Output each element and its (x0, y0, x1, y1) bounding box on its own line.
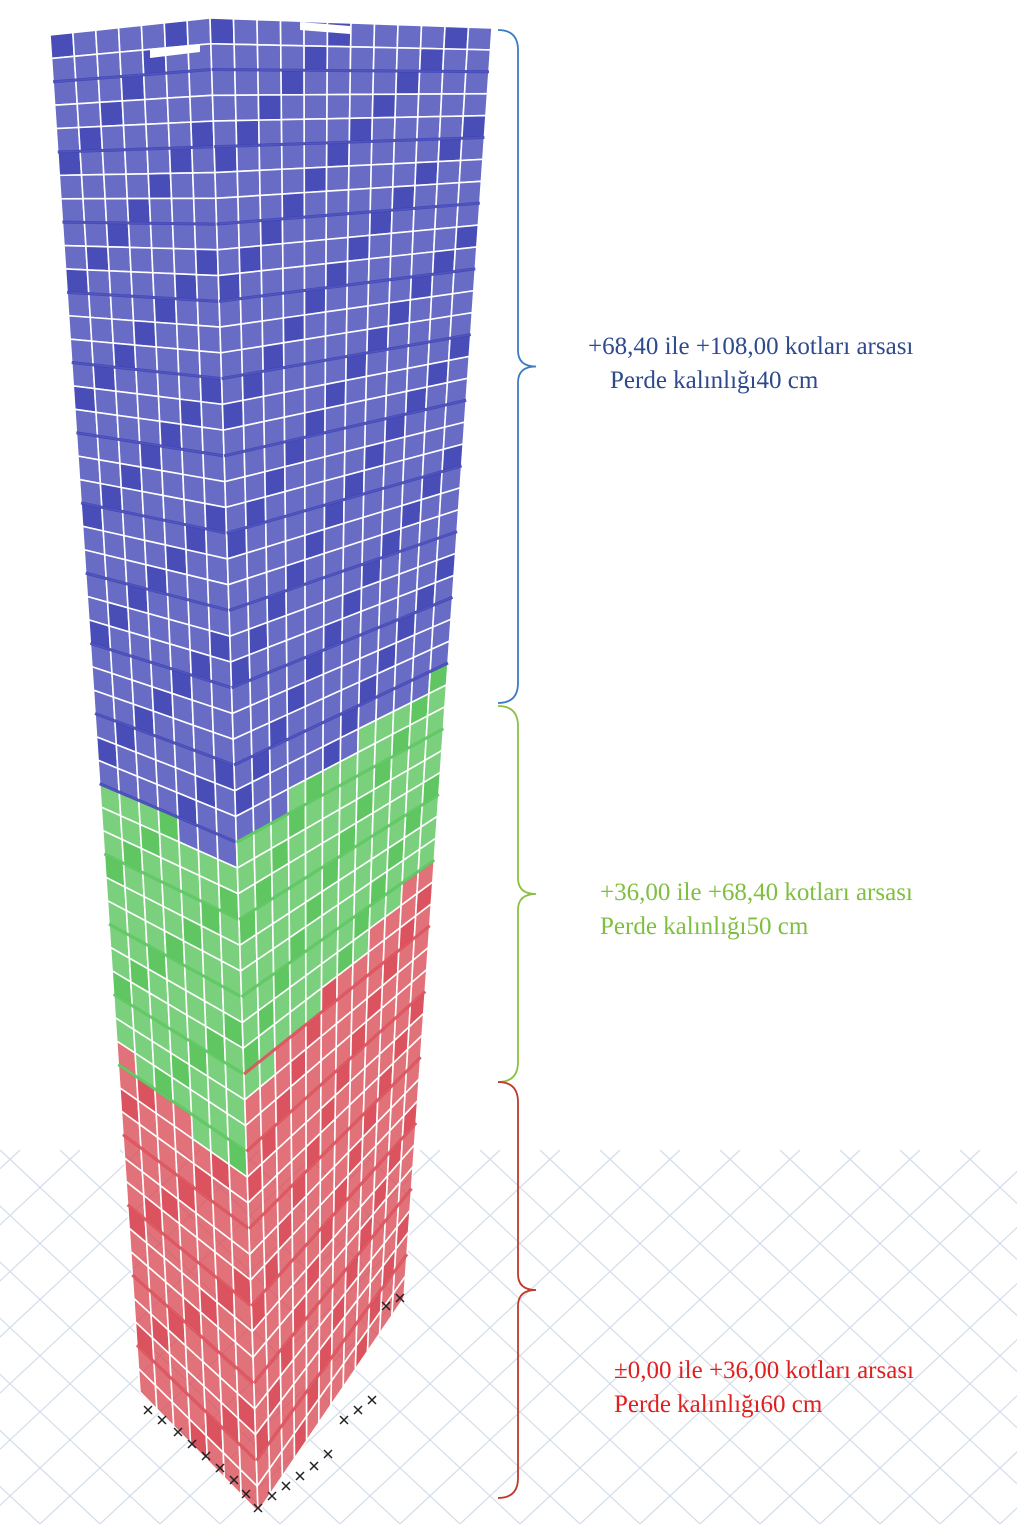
support-symbol (229, 1475, 239, 1485)
zone-range-text: +68,40 ile +108,00 kotları arsası (588, 333, 914, 360)
support-symbol (295, 1471, 305, 1481)
zone-brace-middle (497, 705, 537, 1083)
grid-line (279, 1149, 681, 1525)
support-symbol (241, 1489, 251, 1499)
grid-line (0, 1149, 141, 1282)
grid-line (719, 1149, 1017, 1429)
support-symbol (339, 1415, 349, 1425)
grid-line (819, 1338, 1017, 1525)
grid-line (999, 1507, 1017, 1525)
tower-model (49, 17, 493, 1515)
zone-braces (497, 29, 537, 1499)
zone-thickness-text: Perde kalınlığı60 cm (614, 1391, 823, 1418)
support-symbol (187, 1439, 197, 1449)
grid-line (659, 1149, 1017, 1485)
zone-label-middle: +36,00 ile +68,40 kotları arsası Perde k… (600, 876, 913, 944)
support-symbol (267, 1491, 277, 1501)
zone-label-bottom: ±0,00 ile +36,00 kotları arsası Perde ka… (614, 1354, 914, 1422)
zone-range-text: +36,00 ile +68,40 kotları arsası (600, 879, 913, 906)
support-symbol (157, 1415, 167, 1425)
base-supports (143, 1293, 405, 1513)
grid-line (519, 1149, 921, 1525)
roof-opening (150, 44, 200, 58)
grid-line (699, 1226, 1017, 1525)
support-symbol (215, 1463, 225, 1473)
grid-line (939, 1451, 1017, 1525)
support-symbol (367, 1395, 377, 1405)
roof-opening (300, 22, 350, 34)
tower-face-right (209, 17, 493, 1515)
zone-brace-top (497, 29, 537, 704)
grid-line (779, 1149, 1017, 1373)
grid-line (479, 1149, 881, 1525)
grid-line (399, 1149, 801, 1525)
support-symbol (323, 1449, 333, 1459)
support-symbol (309, 1461, 319, 1471)
support-symbol (143, 1405, 153, 1415)
grid-line (0, 1317, 221, 1525)
grid-line (759, 1282, 1017, 1525)
grid-line (839, 1149, 1017, 1317)
grid-line (0, 1373, 161, 1525)
grid-line (639, 1170, 1017, 1525)
grid-line (599, 1149, 1001, 1525)
grid-line (899, 1149, 1017, 1261)
grid-line (419, 1149, 821, 1525)
grid-line (339, 1149, 741, 1525)
tower-face-left (49, 17, 259, 1515)
grid-line (879, 1395, 1017, 1525)
grid-line (0, 1149, 21, 1170)
support-symbol (173, 1427, 183, 1437)
zone-thickness-text: Perde kalınlığı50 cm (600, 913, 809, 940)
support-symbol (281, 1481, 291, 1491)
grid-line (0, 1149, 81, 1226)
support-symbol (201, 1451, 211, 1461)
zone-label-top: +68,40 ile +108,00 kotları arsası Perde … (588, 330, 913, 398)
zone-range-text: ±0,00 ile +36,00 kotları arsası (614, 1357, 914, 1384)
grid-line (959, 1149, 1017, 1205)
support-symbol (253, 1503, 263, 1513)
grid-line (359, 1149, 761, 1525)
support-symbol (395, 1293, 405, 1303)
support-symbol (353, 1405, 363, 1415)
grid-line (0, 1429, 101, 1525)
zone-brace-bottom (497, 1081, 537, 1499)
grid-line (579, 1149, 981, 1525)
grid-line (459, 1149, 861, 1525)
support-symbol (381, 1301, 391, 1311)
grid-line (539, 1149, 941, 1525)
zone-thickness-text: Perde kalınlığı40 cm (610, 367, 819, 394)
